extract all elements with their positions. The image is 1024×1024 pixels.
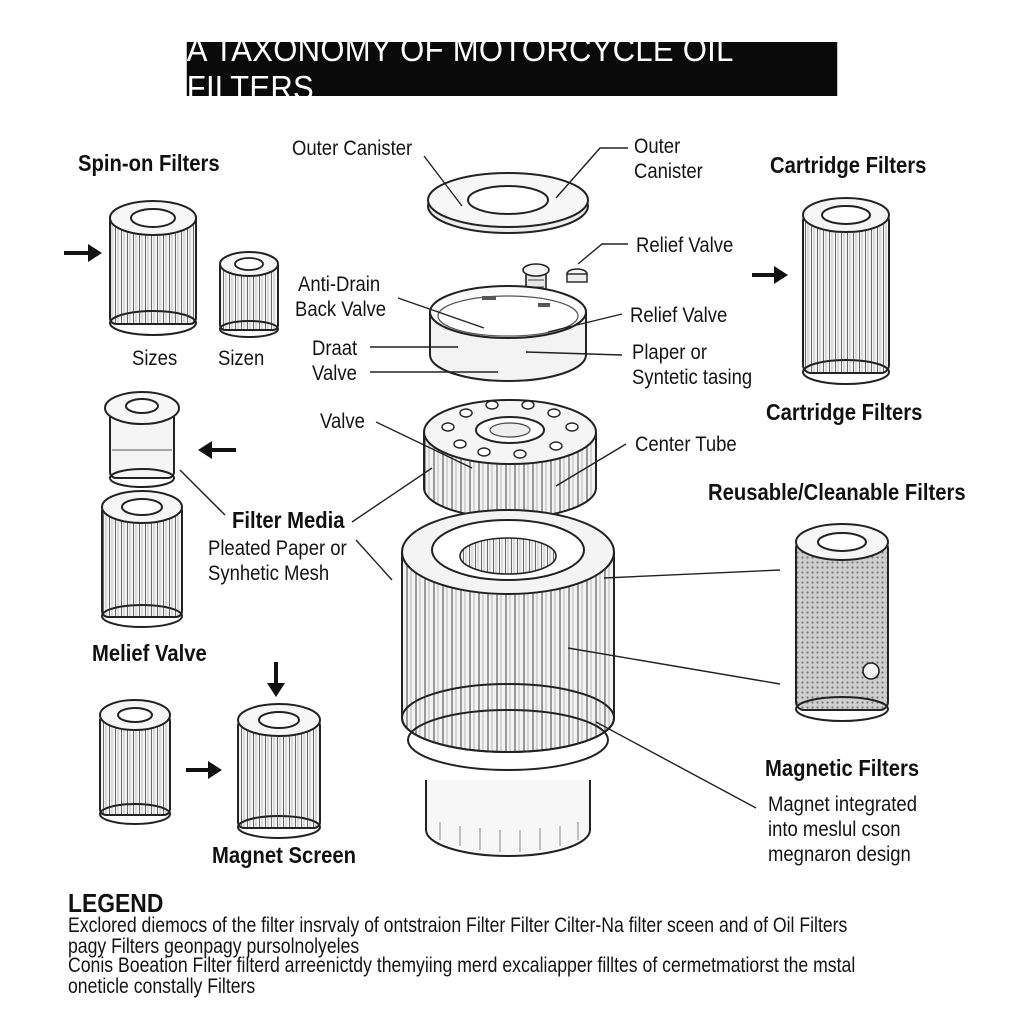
leader-lines (351, 147, 781, 809)
label-plaper-1: Plaper or (632, 341, 707, 364)
outer-canister-washer (427, 172, 589, 234)
arrow-right-icon (186, 761, 222, 779)
label-anti-drain-1: Anti-Drain (298, 273, 381, 296)
label-sizes: Sizes (132, 347, 178, 370)
heading-filter-media: Filter Media (232, 507, 345, 533)
heading-magnet-screen: Magnet Screen (212, 842, 356, 868)
legend-title: LEGEND (68, 888, 164, 918)
oil-filter-main-body (401, 509, 615, 857)
arrow-left-icon (198, 441, 236, 459)
label-plaper-2: Syntetic tasing (632, 366, 753, 389)
legend-line: Conis Boeation Filter filterd arreenictd… (68, 954, 856, 977)
arrow-right-icon (64, 244, 102, 262)
heading-melief-valve: Melief Valve (92, 640, 207, 666)
heading-spin-on: Spin-on Filters (78, 150, 220, 176)
label-draat-1: Draat (312, 337, 358, 360)
label-pleated-2: Synhetic Mesh (208, 562, 330, 585)
legend-line: pagy Filters geonpagy pursolnolyeles (68, 935, 360, 958)
anti-drain-ring (429, 285, 587, 382)
spin-on-filter-large (109, 200, 197, 336)
legend-line: Exclored diemocs of the filter insrvaly … (68, 914, 848, 937)
label-relief-valve-1: Relief Valve (636, 234, 734, 257)
heading-cartridge-bottom: Cartridge Filters (766, 399, 923, 425)
label-center-tube: Center Tube (635, 433, 737, 456)
spin-on-filter-cap (104, 391, 180, 488)
heading-reusable: Reusable/Cleanable Filters (708, 479, 966, 505)
label-sizen: Sizen (218, 347, 265, 370)
arrow-down-icon (267, 662, 285, 697)
reusable-mesh-filter (795, 523, 889, 722)
label-pleated-1: Pleated Paper or (208, 537, 347, 560)
magnet-filter-left (99, 699, 171, 825)
cartridge-filter (802, 197, 890, 385)
spin-on-filter-small (219, 251, 279, 338)
label-magnet-1: Magnet integrated (768, 793, 917, 816)
label-outer-canister-left: Outer Canister (292, 137, 413, 160)
label-valve: Valve (320, 410, 365, 433)
page-title: A TAXONOMY OF MOTORCYCLE OIL FILTERS (186, 31, 838, 106)
label-anti-drain-2: Back Valve (295, 298, 387, 321)
label-magnet-3: megnaron design (768, 843, 911, 866)
label-outer-canister-right-2: Canister (634, 160, 703, 183)
label-relief-valve-2: Relief Valve (630, 304, 728, 327)
label-magnet-2: into meslul cson (768, 818, 901, 841)
arrow-right-icon (752, 266, 788, 284)
valve-cap (423, 399, 597, 519)
heading-cartridge-top: Cartridge Filters (770, 152, 927, 178)
spin-on-filter-pleated (101, 490, 183, 628)
label-draat-2: Valve (312, 362, 357, 385)
magnet-screen-filter (237, 703, 321, 839)
heading-magnetic: Magnetic Filters (765, 755, 920, 781)
label-outer-canister-right-1: Outer (634, 135, 681, 158)
legend-line: oneticle constally Filters (68, 975, 256, 998)
